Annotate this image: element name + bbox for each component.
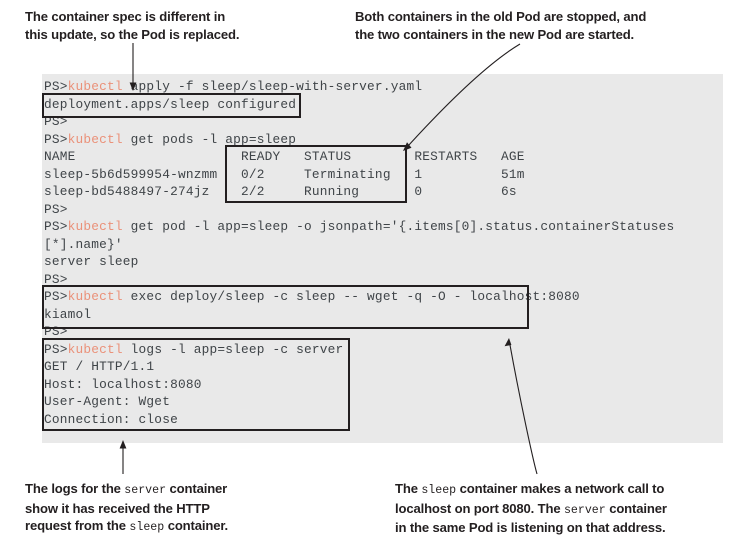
callout-line: The container spec is different in [25,9,226,24]
command-output: User-Agent: Wget [44,394,171,409]
callout-line: the two containers in the new Pod are st… [355,26,635,42]
terminal-line: kiamol [44,306,91,324]
command-keyword: kubectl [67,131,123,147]
table-row: sleep-bd5488497-274jz 2/2 Running 0 6s [44,183,517,201]
callout-line: The logs for the server container [25,480,355,500]
callout-line: The sleep container makes a network call… [395,480,735,500]
command-args: logs -l app=sleep -c server [122,341,344,357]
command-args: get pods -l app=sleep [122,131,297,147]
callout-line: request from the sleep container. [25,517,355,537]
command-args: [*].name}' [44,236,123,252]
terminal-line: PS>kubectl logs -l app=sleep -c server [44,341,343,359]
prompt: PS> [44,219,68,234]
terminal-line: [*].name}' [44,236,123,254]
command-output: sleep-bd5488497-274jz 2/2 Running 0 6s [44,184,517,199]
callout-container-spec: The container spec is different in this … [25,8,325,43]
terminal-line: PS>kubectl apply -f sleep/sleep-with-ser… [44,78,422,96]
command-output: kiamol [44,306,92,322]
terminal-line: server sleep [44,253,139,271]
prompt: PS> [44,289,68,304]
command-args: apply -f sleep/sleep-with-server.yaml [122,79,423,94]
callout-text: The [395,481,422,496]
command-args: get pod -l app=sleep -o jsonpath='{.item… [122,219,675,234]
callout-sleep-network-call: The sleep container makes a network call… [395,480,735,537]
callout-code-term: sleep [129,521,165,534]
table-row: sleep-5b6d599954-wnzmm 0/2 Terminating 1… [44,166,525,184]
command-keyword: kubectl [67,289,123,304]
callout-server-logs: The logs for the server container show i… [25,480,355,537]
table-header-row: NAME READY STATUS RESTARTS AGE [44,148,525,166]
terminal-line: PS>kubectl get pods -l app=sleep [44,131,296,149]
callout-code-term: server [563,503,606,517]
callout-line: this update, so the Pod is replaced. [25,26,240,42]
command-keyword: kubectl [67,219,123,234]
prompt: PS> [44,201,68,217]
prompt: PS> [44,79,68,94]
terminal-line: PS> [44,271,68,289]
callout-text: request from the [25,518,130,533]
command-output: deployment.apps/sleep configured [44,96,297,112]
command-keyword: kubectl [67,341,123,357]
command-output: GET / HTTP/1.1 [44,359,155,374]
command-output: Host: localhost:8080 [44,376,202,392]
exec-wget-box [42,285,529,329]
callout-text: container [605,500,667,516]
callout-text: container. [164,518,229,533]
callout-text: localhost on port 8080. The [395,500,564,516]
callout-text: container [166,481,228,496]
terminal-line: Connection: close [44,411,178,429]
callout-line: localhost on port 8080. The server conta… [395,500,735,520]
terminal-line: PS>kubectl exec deploy/sleep -c sleep --… [44,288,580,306]
callout-both-containers: Both containers in the old Pod are stopp… [355,8,725,43]
terminal-line: PS>kubectl get pod -l app=sleep -o jsonp… [44,218,674,236]
command-output: sleep-5b6d599954-wnzmm 0/2 Terminating 1… [44,166,525,182]
prompt: PS> [44,131,68,147]
command-keyword: kubectl [67,79,123,94]
callout-code-term: sleep [421,484,457,497]
command-output: NAME READY STATUS RESTARTS AGE [44,149,525,164]
pods-status-box [225,145,407,203]
logs-output-box [42,338,350,431]
callout-line: in the same Pod is listening on that add… [395,520,666,535]
callout-line: show it has received the HTTP [25,500,210,516]
terminal-line: PS> [44,201,68,219]
command-output: server sleep [44,254,139,269]
callout-code-term: server [124,484,167,497]
prompt: PS> [44,271,68,287]
terminal-line: deployment.apps/sleep configured [44,96,296,114]
command-output: Connection: close [44,411,178,427]
command-args: exec deploy/sleep -c sleep -- wget -q -O… [122,289,580,304]
callout-text: container makes a network call to [456,481,665,496]
terminal-line: GET / HTTP/1.1 [44,358,154,376]
prompt: PS> [44,341,68,357]
terminal-line: User-Agent: Wget [44,393,170,411]
terminal-line: Host: localhost:8080 [44,376,202,394]
callout-line: Both containers in the old Pod are stopp… [355,9,647,24]
callout-text: The logs for the [25,481,125,496]
terminal-window: PS>kubectl apply -f sleep/sleep-with-ser… [42,74,723,443]
deployment-configured-box [42,93,301,118]
